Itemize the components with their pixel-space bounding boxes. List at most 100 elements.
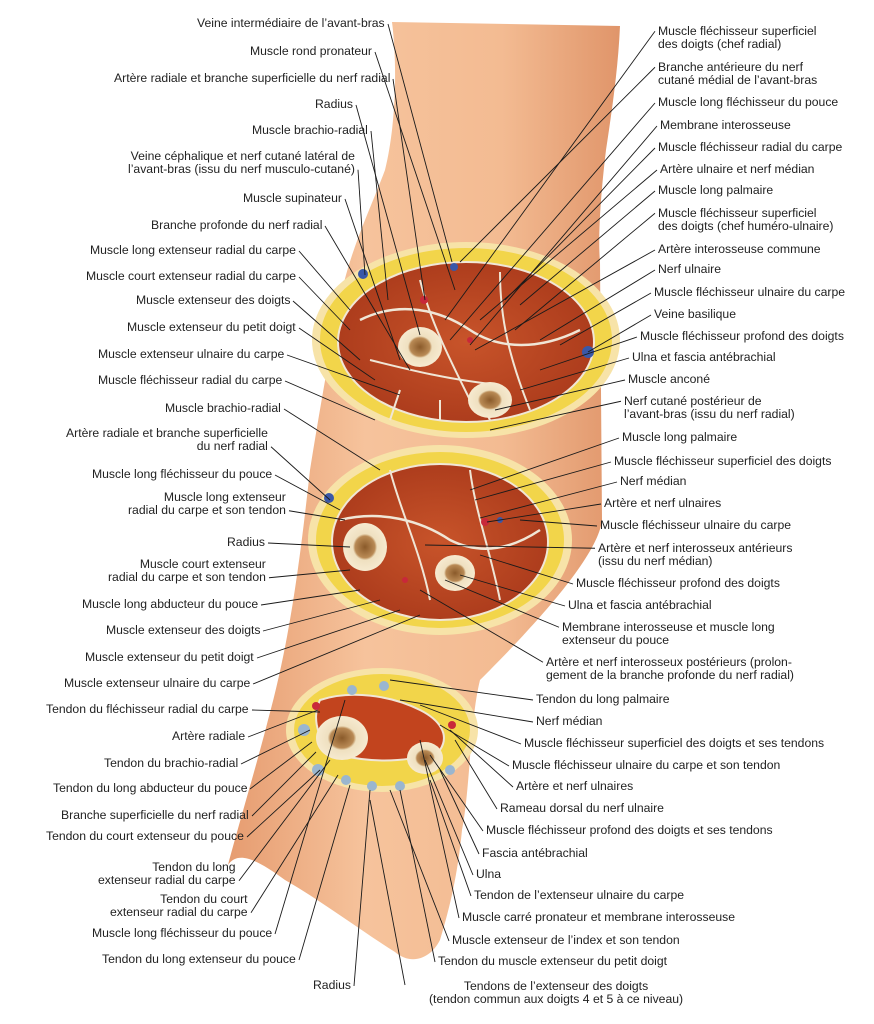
label-left-30: Tendon du long extenseur radial du carpe xyxy=(98,859,236,887)
leader-right-12 xyxy=(539,336,638,371)
leader-left-11 xyxy=(298,327,376,381)
label-right-22: Muscle fléchisseur profond des doigts xyxy=(576,576,780,591)
label-left-29: Tendon du court extenseur du pouce xyxy=(46,829,244,844)
label-left-17: Muscle long extenseur radial du carpe et… xyxy=(128,489,286,517)
leader-right-20 xyxy=(519,519,598,527)
leader-right-4 xyxy=(504,147,656,301)
leader-right-19 xyxy=(486,503,602,523)
leader-left-12 xyxy=(286,354,401,396)
leader-right-25 xyxy=(419,589,544,663)
leader-left-33 xyxy=(298,784,351,961)
leader-right-14 xyxy=(494,379,626,411)
label-bottom-0: Tendons de l’extenseur des doigts (tendo… xyxy=(429,978,684,1006)
label-right-11: Veine basilique xyxy=(654,307,736,322)
leader-right-27 xyxy=(399,699,534,723)
label-left-14: Muscle brachio-radial xyxy=(165,401,281,416)
leader-left-1 xyxy=(374,51,456,291)
leader-right-21 xyxy=(424,544,596,549)
leader-left-7 xyxy=(324,225,411,371)
label-left-12: Muscle extenseur ulnaire du carpe xyxy=(98,347,285,362)
label-right-30: Artère et nerf ulnaires xyxy=(516,779,634,794)
leader-lines xyxy=(238,23,658,987)
leader-right-0 xyxy=(444,30,656,321)
label-left-22: Muscle extenseur du petit doigt xyxy=(85,650,254,665)
label-right-3: Membrane interosseuse xyxy=(660,118,791,133)
leader-left-4 xyxy=(370,130,389,301)
label-right-15: Nerf cutané postérieur de l’avant-bras (… xyxy=(624,393,795,421)
label-right-27: Nerf médian xyxy=(536,714,603,729)
label-left-31: Tendon du court extenseur radial du carp… xyxy=(110,891,248,919)
leader-right-22 xyxy=(479,554,574,585)
label-left-33: Tendon du long extenseur du pouce xyxy=(102,952,296,967)
label-right-6: Muscle long palmaire xyxy=(658,183,774,198)
leader-right-31 xyxy=(454,739,498,810)
label-right-38: Tendon du muscle extenseur du petit doig… xyxy=(438,954,668,969)
cross-section-middle xyxy=(308,445,572,635)
label-right-32: Muscle fléchisseur profond des doigts et… xyxy=(486,823,773,838)
leader-left-0 xyxy=(387,23,453,263)
label-right-29: Muscle fléchisseur ulnaire du carpe et s… xyxy=(512,758,781,773)
label-right-23: Ulna et fascia antébrachial xyxy=(568,598,712,613)
leader-right-16 xyxy=(469,437,620,491)
label-right-10: Muscle fléchisseur ulnaire du carpe xyxy=(654,285,846,300)
label-right-19: Artère et nerf ulnaires xyxy=(604,496,722,511)
leader-right-9 xyxy=(539,269,656,341)
leader-right-36 xyxy=(419,739,460,919)
label-left-6: Muscle supinateur xyxy=(243,191,342,206)
leader-left-24 xyxy=(251,709,321,713)
label-right-1: Branche antérieure du nerf cutané médial… xyxy=(658,59,818,87)
label-right-26: Tendon du long palmaire xyxy=(536,692,670,707)
label-right-21: Artère et nerf interosseux antérieurs (i… xyxy=(598,540,793,568)
label-left-23: Muscle extenseur ulnaire du carpe xyxy=(64,676,251,691)
leader-right-13 xyxy=(519,357,630,391)
label-left-16: Muscle long fléchisseur du pouce xyxy=(92,467,273,482)
leader-right-30 xyxy=(449,729,514,788)
leader-left-28 xyxy=(251,751,317,817)
leader-right-17 xyxy=(474,461,612,501)
label-left-15: Artère radiale et branche superficielle … xyxy=(66,425,268,453)
label-right-36: Muscle carré pronateur et membrane inter… xyxy=(462,910,735,925)
label-left-9: Muscle court extenseur radial du carpe xyxy=(86,269,297,284)
leader-left-21 xyxy=(262,599,381,632)
label-right-13: Ulna et fascia antébrachial xyxy=(632,350,776,365)
leader-left-10 xyxy=(292,300,361,361)
label-right-0: Muscle fléchisseur superficiel des doigt… xyxy=(658,23,817,51)
label-left-7: Branche profonde du nerf radial xyxy=(151,218,323,233)
label-left-24: Tendon du fléchisseur radial du carpe xyxy=(46,702,249,717)
leader-left-32 xyxy=(274,699,346,935)
leader-right-37 xyxy=(389,789,450,942)
leader-left-6 xyxy=(344,198,401,361)
leader-left-8 xyxy=(298,250,351,311)
label-left-19: Muscle court extenseur radial du carpe e… xyxy=(108,556,266,584)
leader-right-3 xyxy=(469,125,658,346)
leader-right-10 xyxy=(559,292,652,346)
label-left-21: Muscle extenseur des doigts xyxy=(106,623,261,638)
label-right-31: Rameau dorsal du nerf ulnaire xyxy=(500,801,664,816)
label-left-4: Muscle brachio-radial xyxy=(252,123,368,138)
leader-left-13 xyxy=(284,380,376,421)
leader-left-29 xyxy=(246,769,321,838)
leader-bottom-0 xyxy=(369,799,406,986)
leader-left-30 xyxy=(238,759,331,882)
leader-left-34 xyxy=(353,789,371,987)
label-left-32: Muscle long fléchisseur du pouce xyxy=(92,926,273,941)
leader-right-15 xyxy=(489,400,622,431)
label-right-9: Nerf ulnaire xyxy=(658,262,721,277)
cross-section-lower xyxy=(286,668,478,792)
label-right-4: Muscle fléchisseur radial du carpe xyxy=(658,140,843,155)
leader-left-17 xyxy=(288,510,346,521)
label-right-20: Muscle fléchisseur ulnaire du carpe xyxy=(600,518,792,533)
label-left-0: Veine intermédiaire de l’avant-bras xyxy=(197,16,385,31)
leader-left-2 xyxy=(392,78,426,301)
leader-left-31 xyxy=(250,774,339,913)
label-left-8: Muscle long extenseur radial du carpe xyxy=(90,243,296,258)
cross-section-upper xyxy=(312,242,620,438)
leader-left-14 xyxy=(283,408,381,471)
label-right-18: Nerf médian xyxy=(620,474,687,489)
leader-right-32 xyxy=(429,754,484,832)
label-right-24: Membrane interosseuse et muscle long ext… xyxy=(562,619,775,647)
label-left-10: Muscle extenseur des doigts xyxy=(136,293,291,308)
leader-left-15 xyxy=(270,446,331,501)
leader-right-8 xyxy=(474,249,656,351)
